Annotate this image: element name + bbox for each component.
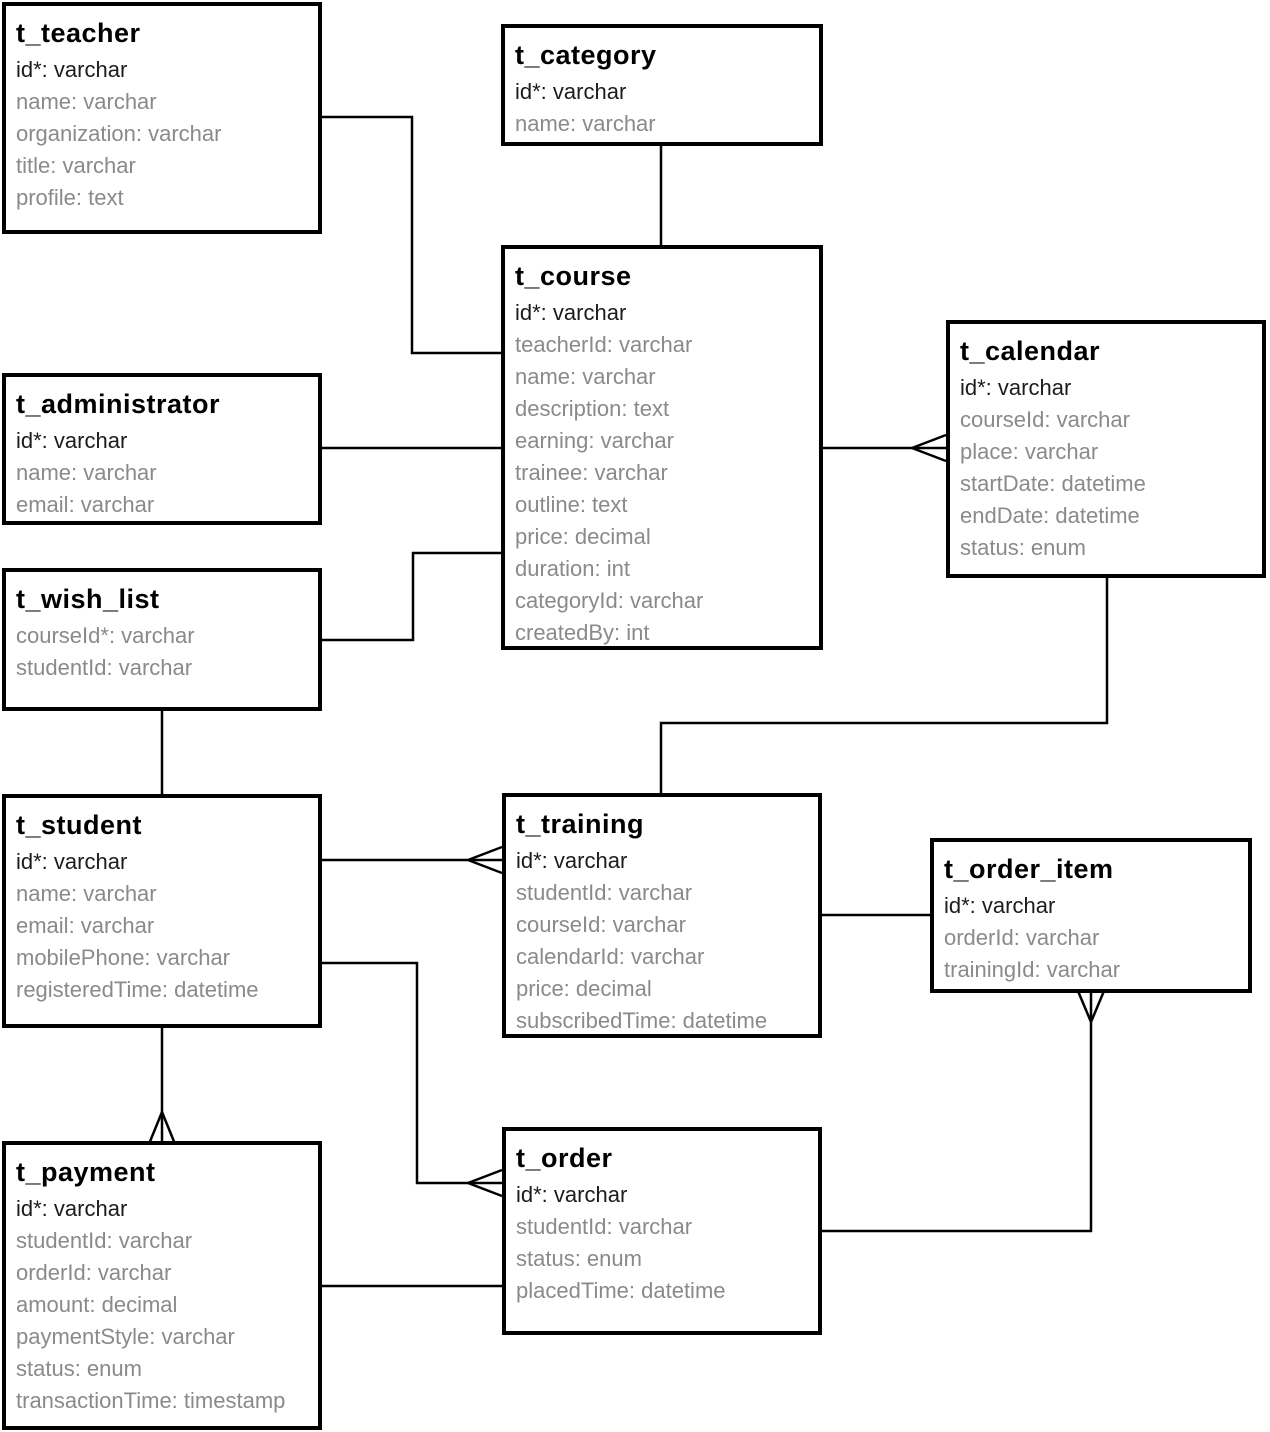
entity-title: t_calendar xyxy=(960,336,1101,366)
entity-field: id*: varchar xyxy=(515,79,627,104)
entity-field: place: varchar xyxy=(960,439,1099,464)
entity-field: transactionTime: timestamp xyxy=(16,1388,286,1413)
entity-field: teacherId: varchar xyxy=(515,332,693,357)
connector-teacher-course xyxy=(322,115,501,355)
entity-field: categoryId: varchar xyxy=(515,588,704,613)
entity-fields: id*: varchar courseId: varchar place: varc… xyxy=(960,372,1254,564)
connector-calendar-training xyxy=(659,578,1109,793)
entity-title: t_training xyxy=(516,809,645,839)
entity-field: createdBy: int xyxy=(515,620,650,645)
entity-field: price: decimal xyxy=(516,976,652,1001)
entity-field: paymentStyle: varchar xyxy=(16,1324,235,1349)
entity-t_teacher[interactable]: t_teacher id*: varchar name: varchar organ… xyxy=(2,2,322,234)
entity-field: studentId: varchar xyxy=(16,655,193,680)
entity-t_calendar[interactable]: t_calendar id*: varchar courseId: varchar… xyxy=(946,320,1266,578)
entity-field: placedTime: datetime xyxy=(516,1278,726,1303)
entity-t_order_item[interactable]: t_order_item id*: varchar orderId: varcha… xyxy=(930,838,1252,993)
entity-field: studentId: varchar xyxy=(516,880,693,905)
entity-field: id*: varchar xyxy=(516,848,628,873)
entity-field: orderId: varchar xyxy=(944,925,1100,950)
entity-field: title: varchar xyxy=(16,153,136,178)
entity-title: t_administrator xyxy=(16,389,221,419)
entity-t_course[interactable]: t_course id*: varchar teacherId: varchar n… xyxy=(501,245,823,650)
entity-fields: id*: varchar name: varchar email: varchar xyxy=(16,425,310,521)
entity-field: status: enum xyxy=(516,1246,642,1271)
entity-t_order[interactable]: t_order id*: varchar studentId: varchar st… xyxy=(502,1127,822,1335)
entity-field: subscribedTime: datetime xyxy=(516,1008,768,1033)
entity-fields: id*: varchar studentId: varchar courseId: … xyxy=(516,845,810,1037)
entity-fields: id*: varchar name: varchar xyxy=(515,76,811,140)
entity-title: t_order_item xyxy=(944,854,1114,884)
entity-field: id*: varchar xyxy=(944,893,1056,918)
entity-fields: courseId*: varchar studentId: varchar xyxy=(16,620,310,684)
entity-fields: id*: varchar studentId: varchar status: en… xyxy=(516,1179,810,1307)
connector-student-order xyxy=(322,961,502,1185)
entity-title: t_wish_list xyxy=(16,584,160,614)
entity-field: amount: decimal xyxy=(16,1292,178,1317)
entity-field: name: varchar xyxy=(16,460,157,485)
entity-field: orderId: varchar xyxy=(16,1260,172,1285)
entity-t_category[interactable]: t_category id*: varchar name: varchar xyxy=(501,24,823,146)
entity-title: t_order xyxy=(516,1143,613,1173)
entity-field: studentId: varchar xyxy=(16,1228,193,1253)
entity-field: id*: varchar xyxy=(16,849,128,874)
entity-field: organization: varchar xyxy=(16,121,222,146)
crowfoot-training-icon xyxy=(467,845,503,875)
entity-field: description: text xyxy=(515,396,670,421)
entity-field: id*: varchar xyxy=(516,1182,628,1207)
entity-field: duration: int xyxy=(515,556,630,581)
entity-field: id*: varchar xyxy=(16,57,128,82)
entity-field: registeredTime: datetime xyxy=(16,977,259,1002)
entity-field: studentId: varchar xyxy=(516,1214,693,1239)
entity-fields: id*: varchar teacherId: varchar name: varc… xyxy=(515,297,811,649)
entity-title: t_student xyxy=(16,810,142,840)
entity-field: courseId*: varchar xyxy=(16,623,195,648)
entity-field: startDate: datetime xyxy=(960,471,1146,496)
entity-field: status: enum xyxy=(960,535,1086,560)
entity-t_administrator[interactable]: t_administrator id*: varchar name: varcha… xyxy=(2,373,322,525)
entity-fields: id*: varchar orderId: varchar trainingId: … xyxy=(944,890,1240,986)
entity-field: price: decimal xyxy=(515,524,651,549)
entity-field: name: varchar xyxy=(16,89,157,114)
entity-fields: id*: varchar studentId: varchar orderId: v… xyxy=(16,1193,310,1417)
entity-fields: id*: varchar name: varchar organization: v… xyxy=(16,54,310,214)
entity-field: trainingId: varchar xyxy=(944,957,1121,982)
entity-field: earning: varchar xyxy=(515,428,674,453)
entity-field: endDate: datetime xyxy=(960,503,1140,528)
entity-field: name: varchar xyxy=(515,364,656,389)
entity-title: t_teacher xyxy=(16,18,141,48)
entity-t_student[interactable]: t_student id*: varchar name: varchar email… xyxy=(2,794,322,1028)
entity-field: calendarId: varchar xyxy=(516,944,705,969)
entity-field: name: varchar xyxy=(16,881,157,906)
entity-field: id*: varchar xyxy=(16,428,128,453)
entity-field: profile: text xyxy=(16,185,124,210)
entity-field: name: varchar xyxy=(515,111,656,136)
entity-field: email: varchar xyxy=(16,913,155,938)
crowfoot-calendar-icon xyxy=(911,433,947,463)
connector-order-orderitem xyxy=(822,993,1093,1233)
connector-wishlist-course xyxy=(322,551,501,642)
entity-t_training[interactable]: t_training id*: varchar studentId: varcha… xyxy=(502,793,822,1038)
entity-title: t_course xyxy=(515,261,632,291)
entity-field: status: enum xyxy=(16,1356,142,1381)
entity-field: courseId: varchar xyxy=(960,407,1130,432)
entity-field: trainee: varchar xyxy=(515,460,668,485)
entity-t_wish_list[interactable]: t_wish_list courseId*: varchar studentId:… xyxy=(2,568,322,711)
entity-field: outline: text xyxy=(515,492,628,517)
crowfoot-payment-icon xyxy=(147,1111,177,1145)
entity-fields: id*: varchar name: varchar email: varchar m… xyxy=(16,846,310,1006)
entity-t_payment[interactable]: t_payment id*: varchar studentId: varchar… xyxy=(2,1141,322,1430)
entity-field: courseId: varchar xyxy=(516,912,686,937)
entity-field: id*: varchar xyxy=(515,300,627,325)
entity-field: id*: varchar xyxy=(16,1196,128,1221)
entity-title: t_payment xyxy=(16,1157,156,1187)
entity-field: mobilePhone: varchar xyxy=(16,945,231,970)
crowfoot-order-icon xyxy=(467,1168,503,1198)
entity-field: id*: varchar xyxy=(960,375,1072,400)
entity-title: t_category xyxy=(515,40,657,70)
entity-field: email: varchar xyxy=(16,492,155,517)
crowfoot-orderitem-icon xyxy=(1076,990,1106,1023)
